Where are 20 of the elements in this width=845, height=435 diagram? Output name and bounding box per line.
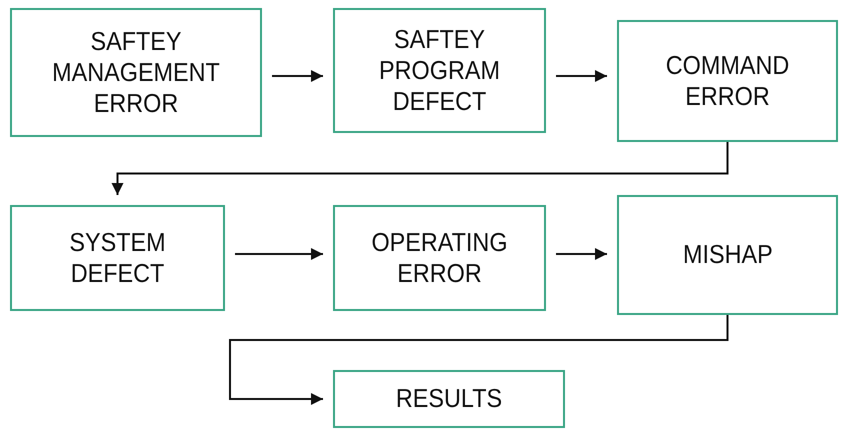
process-box <box>333 205 546 311</box>
box-label: OPERATING ERROR <box>370 226 509 290</box>
process-box <box>333 8 546 133</box>
arrow <box>112 142 728 195</box>
box-label: MISHAP <box>682 239 772 271</box>
process-box <box>333 370 565 428</box>
arrow <box>229 315 728 405</box>
box-label: SAFTEY MANAGEMENT ERROR <box>51 26 221 120</box>
process-box <box>10 8 262 137</box>
arrow <box>235 248 323 260</box>
box-label: SAFTEY PROGRAM DEFECT <box>378 24 501 118</box>
box-label: COMMAND ERROR <box>664 50 790 112</box>
process-box <box>10 205 225 311</box>
box-label: RESULTS <box>396 383 502 415</box>
process-box <box>617 20 838 142</box>
arrow <box>556 70 607 82</box>
arrow <box>272 70 323 82</box>
process-box <box>617 195 838 315</box>
box-label: SYSTEM DEFECT <box>68 226 167 290</box>
arrow <box>556 248 607 260</box>
